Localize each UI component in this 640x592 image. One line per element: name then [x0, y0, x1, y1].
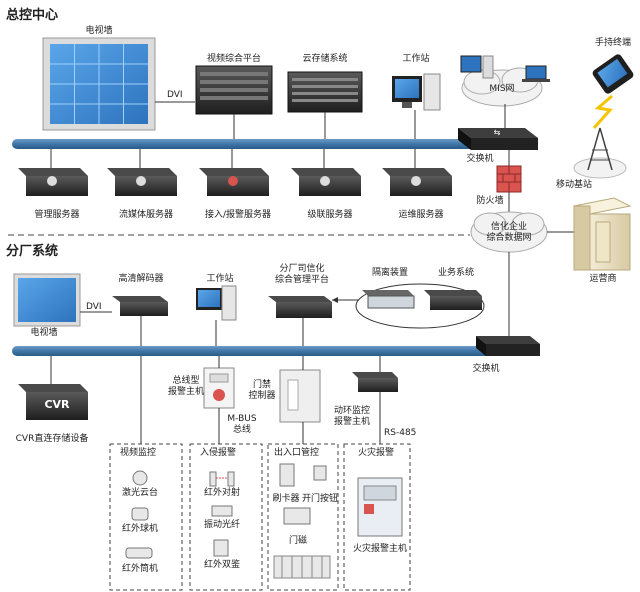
card-reader-icon [279, 463, 327, 525]
cvr-storage-device [18, 384, 88, 420]
video-item-laser-ptz: 激光云台 [121, 488, 159, 498]
section-title-branch: 分厂系统 [6, 244, 59, 259]
bus-label: 总线 [232, 425, 252, 435]
branch-switch-label: 交换机 [472, 364, 500, 374]
hq-workstation-computer [392, 73, 441, 111]
hq-backbone-line [12, 139, 512, 149]
phone-icon [592, 54, 634, 94]
intrusion-item-dual-tech: 红外双鉴 [203, 560, 241, 570]
video-platform-device [195, 65, 273, 115]
env-alarm-label-line1: 动环监控 [333, 406, 371, 416]
intrusion-item-vibration-fiber: 振动光纤 [203, 520, 241, 530]
server-label-ops: 运维服务器 [398, 210, 444, 220]
branch-dvi-label: DVI [86, 302, 102, 312]
access-item-door-magnet: 门磁 [288, 536, 308, 546]
hq-dvi-label: DVI [167, 90, 183, 100]
video-item-ir-dome: 红外球机 [121, 524, 159, 534]
group-access-title: 出入口管控 [274, 448, 320, 458]
branch-video-wall [13, 273, 81, 327]
door-controller-device [279, 369, 321, 423]
wireless-signal [592, 94, 613, 129]
hq-video-wall [42, 37, 156, 131]
informatized-net-label-line2: 综合数据网 [486, 233, 532, 243]
intrusion-item-ir-beam: 红外对射 [203, 488, 241, 498]
bus-alarm-label-line1: 总线型 [172, 376, 200, 386]
video-platform-label: 视频综合平台 [206, 54, 262, 64]
fire-item-alarm-host: 火灾报警主机 [352, 544, 408, 554]
informatized-net-label-line1: 信化企业 [490, 222, 528, 232]
branch-platform-label-line1: 分厂司信化 [279, 264, 325, 274]
group-intrusion-title: 入侵报警 [200, 448, 237, 458]
business-system-label: 业务系统 [437, 268, 475, 278]
camera-icon [125, 470, 153, 559]
hq-switch: ⇆ [458, 128, 538, 150]
hq-switch-label: 交换机 [466, 154, 494, 164]
env-alarm-host-device [352, 372, 398, 392]
mbus-label: M-BUS [227, 414, 257, 424]
mis-network-cloud [460, 55, 550, 107]
server-label-access-alarm: 接入/报警服务器 [204, 210, 272, 220]
mis-network-label: MIS网 [489, 84, 515, 94]
branch-platform-label-line2: 综合管理平台 [274, 275, 330, 285]
branch-video-wall-label: 电视墙 [30, 328, 58, 338]
hq-servers [18, 149, 452, 196]
hq-workstation-label: 工作站 [402, 54, 430, 64]
operator-label: 运营商 [589, 274, 617, 284]
server-label-management: 管理服务器 [34, 210, 80, 220]
group-intrusion-box [189, 443, 263, 591]
branch-platform-device [268, 296, 332, 318]
gate-icon [273, 555, 331, 579]
hd-decoder-device [112, 296, 168, 316]
server-label-cascade: 级联服务器 [307, 210, 353, 220]
branch-workstation-computer [196, 285, 237, 321]
branch-workstation-label: 工作站 [206, 274, 234, 284]
door-controller-label-line1: 门禁 [252, 380, 272, 390]
branch-switch [476, 336, 540, 356]
base-station-label: 移动基站 [555, 180, 593, 190]
cloud-storage-label: 云存储系统 [302, 54, 348, 64]
cvr-device-text: CVR [44, 398, 70, 411]
operator-cabinet-icon [572, 197, 632, 271]
sensor-icon [209, 471, 235, 557]
informatized-network-cloud [470, 211, 548, 253]
section-title-hq: 总控中心 [6, 8, 59, 23]
door-controller-label-line2: 控制器 [248, 391, 276, 401]
isolation-device [355, 283, 485, 329]
video-item-ir-bullet: 红外筒机 [121, 564, 159, 574]
group-video-box [109, 443, 183, 591]
server-label-streaming: 流媒体服务器 [118, 210, 174, 220]
group-video-title: 视频监控 [120, 448, 157, 458]
cloud-storage-device [287, 71, 363, 113]
firewall-icon [496, 165, 522, 193]
access-item-card-reader: 刷卡器 [272, 494, 300, 504]
handheld-label: 手持终端 [594, 38, 632, 48]
fire-alarm-host-icon [357, 477, 403, 537]
bus-alarm-host-device [203, 367, 235, 409]
env-alarm-label-line2: 报警主机 [333, 417, 371, 427]
rs485-label: RS-485 [384, 428, 417, 438]
group-access-box [267, 443, 339, 591]
firewall-label: 防火墙 [476, 196, 504, 206]
hd-decoder-label: 高清解码器 [118, 274, 164, 284]
svg-text:⇆: ⇆ [494, 128, 501, 137]
group-fire-title: 火灾报警 [358, 448, 395, 458]
branch-backbone-line [12, 346, 512, 356]
bus-alarm-label-line2: 报警主机 [167, 387, 205, 397]
isolation-label: 隔离装置 [371, 268, 409, 278]
cvr-storage-label: CVR直连存储设备 [15, 434, 89, 444]
access-item-exit-button: 开门按钮 [301, 494, 339, 504]
group-fire-box [343, 443, 411, 591]
hq-video-wall-label: 电视墙 [85, 26, 113, 36]
antenna-tower-icon [573, 127, 627, 179]
